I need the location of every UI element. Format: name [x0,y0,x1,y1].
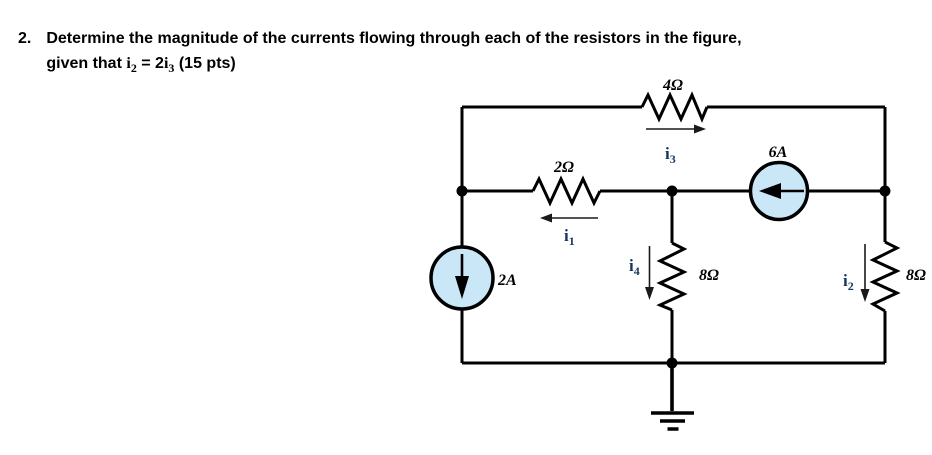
current-i2: i2 [843,244,870,302]
resistor-2ohm-label: 2Ω [553,159,574,176]
var-i2-sub: 2 [130,61,137,76]
resistor-8ohm-middle-label: 8Ω [699,267,719,284]
var-i3: i [163,55,169,72]
node-bottom [666,357,678,369]
given-text: given that [46,55,127,72]
resistor-4ohm-label: 4Ω [662,77,683,94]
problem-statement: 2. Determine the magnitude of the curren… [18,26,742,81]
junction-nodes [456,185,891,369]
current-i3-label: i3 [665,144,676,166]
current-source-2a-label: 2A [497,272,517,289]
problem-text: Determine the magnitude of the currents … [46,26,741,81]
current-source-2a: 2A [429,245,517,311]
current-i4-arrowhead-down-icon [645,287,654,300]
current-i2-arrowhead-down-icon [860,289,870,302]
var-i3-sub: 3 [168,61,175,76]
node-right [879,185,891,197]
resistor-8ohm-middle: 8Ω [656,241,719,312]
current-i2-label: i2 [843,271,854,293]
equation-mid: = 2 [136,55,164,72]
current-source-6a: 6A [748,144,810,222]
points-text: (15 pts) [174,55,236,72]
problem-line1: Determine the magnitude of the currents … [46,30,742,47]
current-i4-label: i4 [629,256,640,278]
current-source-6a-arrowhead-left-icon [759,183,781,199]
resistor-8ohm-right-label: 8Ω [906,267,926,284]
ground-symbol [651,363,694,431]
resistor-2ohm: 2Ω [531,159,602,207]
current-i3-arrowhead-right-icon [694,124,706,134]
resistor-4ohm: 4Ω [640,77,709,123]
node-left [456,185,468,197]
resistor-2ohm-zigzag [531,175,602,207]
current-source-2a-arrowhead-down-icon [455,276,469,299]
resistor-8ohm-right-zigzag [869,240,901,313]
current-i4: i4 [629,246,654,300]
current-i3: i3 [646,124,706,166]
current-i1-label: i1 [564,226,575,248]
node-middle [666,185,678,197]
current-source-6a-label: 6A [769,144,788,161]
resistor-4ohm-zigzag [640,91,709,123]
problem-line2: given that i2 = 2i3 (15 pts) [46,51,741,81]
current-i1-arrowhead-left-icon [540,213,552,223]
circuit-wires [460,105,887,365]
resistor-8ohm-right: 8Ω [869,240,926,313]
current-i1: i1 [540,213,598,248]
resistor-8ohm-middle-zigzag [656,241,688,312]
problem-number: 2. [18,30,32,47]
var-i2: i [126,55,131,72]
